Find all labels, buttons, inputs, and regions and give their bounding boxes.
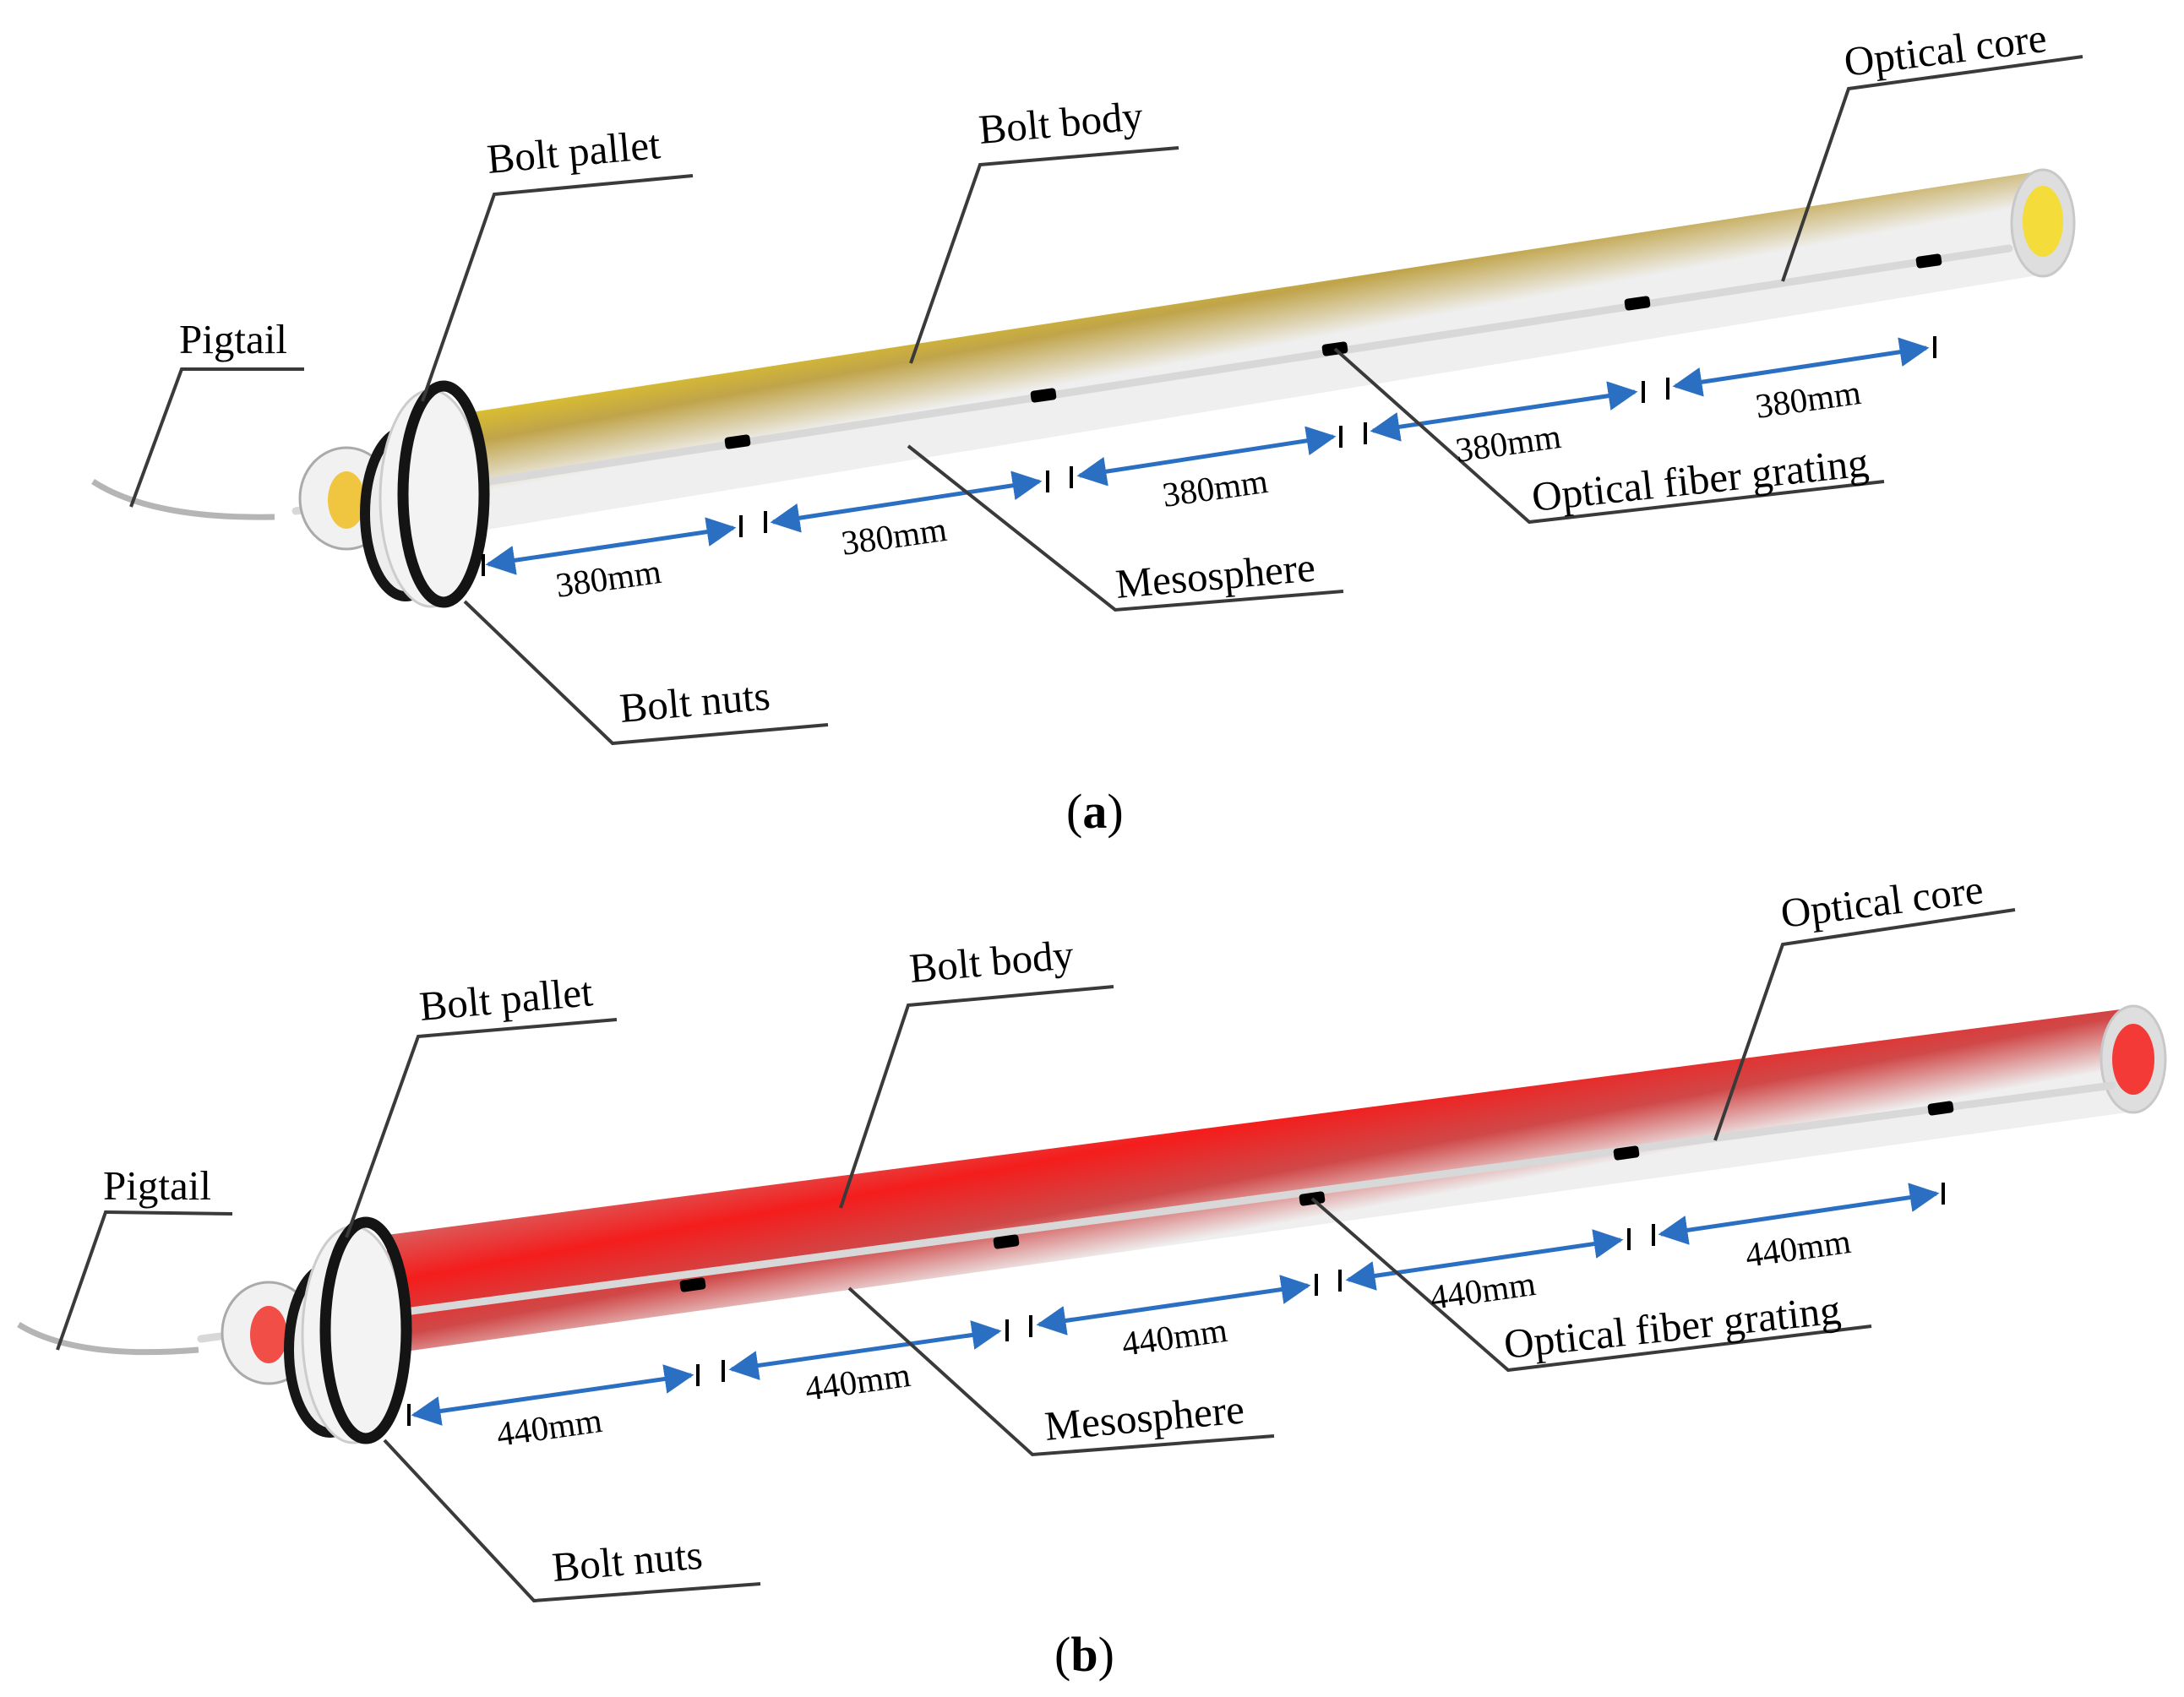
leader-mesosphere bbox=[907, 444, 1344, 612]
grating-marker bbox=[724, 434, 751, 449]
spacing-label: 380mm bbox=[1453, 416, 1564, 470]
grating-marker bbox=[679, 1277, 706, 1292]
pigtail-cable bbox=[91, 479, 275, 520]
caption-b: (b) bbox=[1054, 1627, 1114, 1682]
dimension-arrow bbox=[1370, 381, 1638, 442]
dimension-arrows bbox=[411, 1183, 1940, 1426]
label-mesosphere: Mesosphere bbox=[1114, 544, 1317, 607]
leader-bolt-nuts bbox=[463, 600, 829, 746]
pigtail-cable bbox=[17, 1322, 199, 1356]
dimension-arrow bbox=[770, 470, 1043, 533]
grating-marker bbox=[1030, 388, 1057, 403]
dimension-ticks bbox=[482, 336, 1936, 576]
grating-marker bbox=[1915, 253, 1942, 269]
leader-optical-core bbox=[1781, 55, 2083, 282]
dimension-arrow bbox=[1036, 1275, 1311, 1335]
core-end-cap bbox=[2112, 1024, 2154, 1095]
leader-bolt-nuts bbox=[383, 1439, 761, 1603]
leader-bolt-body bbox=[839, 985, 1114, 1209]
label-bolt-nuts: Bolt nuts bbox=[618, 672, 771, 732]
leader-optical-fiber-grating bbox=[1310, 1197, 1872, 1373]
spacing-label: 380mm bbox=[553, 552, 664, 605]
grating-marker bbox=[993, 1234, 1020, 1249]
bolt-body-tube bbox=[387, 1008, 2133, 1354]
panel-b: Pigtail Bolt pallet Bolt body Optical co… bbox=[17, 866, 2167, 1682]
leader-optical-core bbox=[1713, 908, 2016, 1141]
bolt-pallet-rim bbox=[397, 380, 490, 608]
bolt-body-tube bbox=[471, 171, 2043, 532]
leader-pigtail bbox=[129, 367, 304, 508]
nut-inner-core bbox=[328, 471, 365, 529]
dimension-arrow bbox=[728, 1320, 1002, 1380]
leader-bolt-body bbox=[909, 146, 1179, 364]
label-optical-fiber-grating: Optical fiber grating bbox=[1529, 438, 1871, 520]
dimension-ticks bbox=[407, 1183, 1945, 1426]
dimension-arrow bbox=[1672, 337, 1930, 397]
nut-inner-core bbox=[250, 1306, 287, 1363]
dimension-arrow bbox=[1345, 1229, 1624, 1291]
spacing-label: 440mm bbox=[494, 1401, 605, 1454]
dimension-arrow bbox=[411, 1364, 694, 1426]
spacing-label: 440mm bbox=[1428, 1264, 1539, 1317]
spacing-label: 380mm bbox=[839, 509, 950, 563]
panel-a: Pigtail Bolt pallet Bolt body Optical co… bbox=[91, 14, 2083, 839]
leader-mesosphere bbox=[847, 1286, 1275, 1457]
caption-letter: a bbox=[1082, 784, 1107, 839]
dimension-arrow bbox=[1658, 1183, 1940, 1245]
leader-lines bbox=[56, 908, 2016, 1603]
label-optical-core: Optical core bbox=[1778, 866, 1986, 937]
leader-lines bbox=[129, 55, 2083, 746]
leader-optical-fiber-grating bbox=[1333, 347, 1885, 525]
spacing-label: 440mm bbox=[1119, 1310, 1230, 1363]
leader-bolt-pallet bbox=[345, 1018, 618, 1238]
spacing-label: 440mm bbox=[1743, 1221, 1854, 1275]
label-pigtail: Pigtail bbox=[179, 316, 287, 362]
grating-marker bbox=[1613, 1145, 1640, 1161]
label-bolt-body: Bolt body bbox=[977, 92, 1145, 153]
optical-core-line bbox=[291, 244, 2013, 515]
grating-marker bbox=[1927, 1101, 1954, 1116]
leader-pigtail bbox=[56, 1210, 233, 1351]
dimension-arrow bbox=[1076, 426, 1337, 487]
bolt-pallet-rim bbox=[319, 1216, 412, 1444]
label-bolt-pallet: Bolt pallet bbox=[417, 968, 595, 1030]
label-bolt-pallet: Bolt pallet bbox=[485, 121, 662, 182]
leader-bolt-pallet bbox=[421, 174, 694, 402]
caption-a: (a) bbox=[1066, 784, 1124, 839]
spacing-label: 440mm bbox=[803, 1355, 913, 1408]
label-pigtail: Pigtail bbox=[103, 1162, 211, 1209]
label-bolt-body: Bolt body bbox=[907, 931, 1076, 992]
dimension-arrow bbox=[485, 517, 737, 575]
core-end-cap bbox=[2023, 186, 2063, 257]
optical-core-line bbox=[197, 1081, 2116, 1343]
spacing-label: 380mm bbox=[1753, 373, 1864, 426]
grating-marker bbox=[1624, 296, 1651, 311]
caption-letter: b bbox=[1070, 1627, 1097, 1682]
label-optical-fiber-grating: Optical fiber grating bbox=[1501, 1286, 1843, 1368]
dimension-arrows bbox=[485, 337, 1930, 575]
label-bolt-nuts: Bolt nuts bbox=[550, 1531, 704, 1591]
spacing-label: 380mm bbox=[1160, 461, 1271, 514]
